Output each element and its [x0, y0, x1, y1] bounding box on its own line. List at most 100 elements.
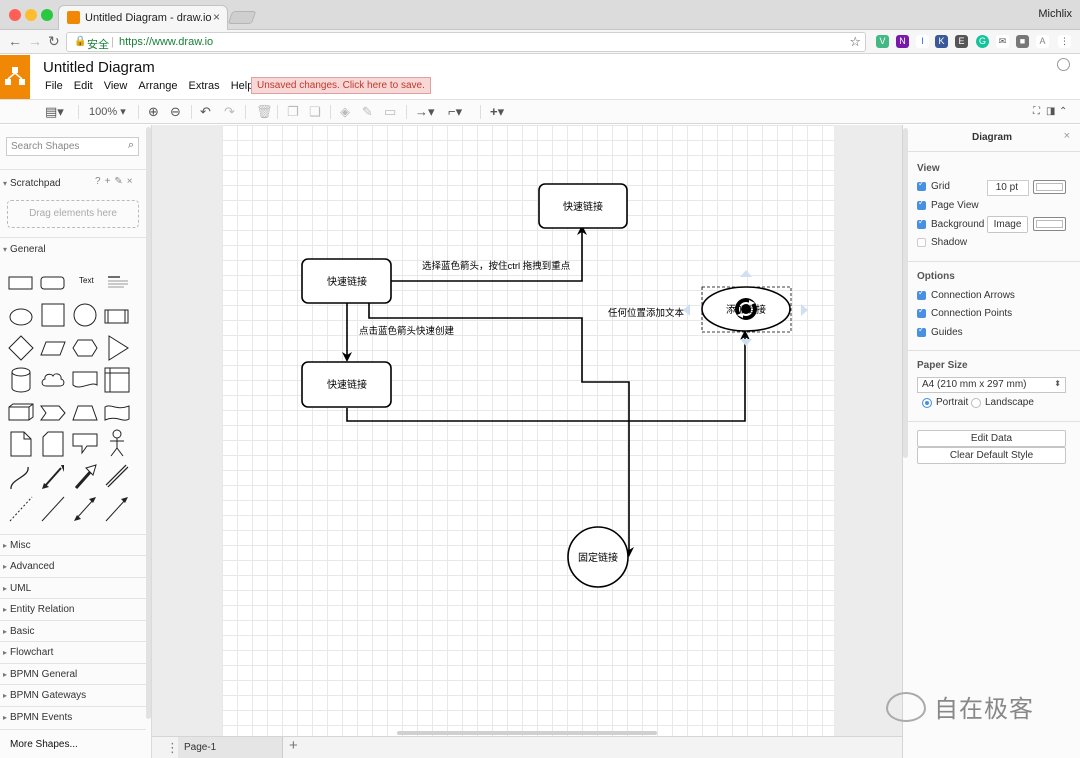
edit-data-button[interactable]: Edit Data	[917, 430, 1066, 447]
vue-extension-icon[interactable]: V	[876, 35, 889, 48]
menu-view[interactable]: View	[103, 80, 128, 92]
connection-icon[interactable]: →▾	[415, 104, 435, 119]
translate-extension-icon[interactable]: K	[935, 35, 948, 48]
menu-arrange[interactable]: Arrange	[138, 80, 178, 92]
node-top-box[interactable]	[538, 183, 628, 229]
insert-icon[interactable]: +▾	[490, 104, 505, 119]
to-front-icon[interactable]: ❐	[287, 104, 299, 119]
shape-cloud[interactable]	[40, 371, 66, 389]
scratchpad-add-icon[interactable]: +	[104, 176, 115, 187]
shape-rounded-rectangle[interactable]	[40, 275, 66, 291]
shape-bidirectional-arrow[interactable]	[40, 463, 66, 491]
category-bpmn-gateways[interactable]: ▸BPMN Gateways	[3, 690, 86, 701]
shape-process[interactable]	[104, 309, 130, 325]
scratchpad-close-icon[interactable]: ×	[126, 176, 137, 187]
forward-icon[interactable]: →	[28, 33, 42, 49]
document-title[interactable]: Untitled Diagram	[43, 59, 155, 76]
collapse-icon[interactable]: ⌃	[1059, 106, 1068, 117]
delete-icon[interactable]: 🗑	[256, 104, 273, 119]
reload-icon[interactable]: ↻	[48, 33, 60, 49]
shadow-icon[interactable]: ▭	[384, 104, 397, 119]
shape-note[interactable]	[10, 431, 32, 457]
zoom-level[interactable]: 100% ▾	[89, 106, 126, 118]
free-text-label[interactable]: 任何位置添加文本	[608, 307, 685, 319]
shape-hexagon[interactable]	[72, 339, 98, 357]
edge-left-to-circle[interactable]	[368, 303, 634, 557]
more-shapes-button[interactable]: More Shapes...	[10, 739, 78, 750]
connect-arrow-left-icon[interactable]	[683, 304, 690, 316]
shape-triangle[interactable]	[106, 335, 130, 361]
to-back-icon[interactable]: ❏	[309, 104, 321, 119]
redo-icon[interactable]: ↷	[224, 104, 235, 119]
category-uml[interactable]: ▸UML	[3, 583, 31, 594]
shape-square[interactable]	[40, 303, 66, 329]
shape-dashed-line[interactable]	[8, 495, 34, 523]
shape-actor[interactable]	[108, 429, 126, 457]
search-icon[interactable]: ⌕	[127, 139, 134, 151]
shape-link[interactable]	[104, 463, 130, 491]
shape-circle[interactable]	[72, 303, 98, 329]
fullscreen-icon[interactable]: ⛶	[1033, 106, 1040, 117]
mail-extension-icon[interactable]: ✉	[996, 35, 1009, 48]
shape-internal-storage[interactable]	[104, 367, 130, 393]
screenshot-extension-icon[interactable]: ■	[1016, 35, 1029, 48]
shape-directional-connector[interactable]	[104, 495, 130, 523]
line-color-icon[interactable]: ✎	[362, 104, 373, 119]
edge-mid-to-ellipse[interactable]	[346, 330, 750, 422]
diagram-canvas[interactable]: 快速链接 快速链接 快速链接 固定链接 添加链接 选择蓝色箭头，按住ctrl 拖…	[152, 125, 902, 736]
search-shapes-input[interactable]: Search Shapes ⌕	[6, 137, 139, 156]
shape-diamond[interactable]	[8, 335, 34, 361]
diagram-page[interactable]	[222, 125, 834, 736]
shape-line[interactable]	[40, 495, 66, 523]
shape-cylinder[interactable]	[10, 367, 32, 393]
portrait-radio[interactable]: Portrait	[922, 397, 968, 408]
page-view-checkbox[interactable]: Page View	[917, 198, 979, 211]
category-bpmn-general[interactable]: ▸BPMN General	[3, 669, 77, 680]
unsaved-changes-notice[interactable]: Unsaved changes. Click here to save.	[251, 77, 431, 94]
connection-points-checkbox[interactable]: Connection Points	[917, 306, 1012, 319]
menu-help[interactable]: Help	[230, 80, 254, 92]
shape-bidirectional-connector[interactable]	[72, 495, 98, 523]
node-mid-box[interactable]	[301, 361, 392, 408]
connect-arrow-down-icon[interactable]	[740, 339, 752, 346]
scratchpad-header[interactable]: ▾Scratchpad	[3, 178, 61, 189]
grid-checkbox[interactable]: Grid	[917, 179, 950, 192]
format-panel-scrollbar[interactable]	[903, 128, 908, 458]
waypoints-icon[interactable]: ⌐▾	[448, 104, 463, 119]
shadow-checkbox[interactable]: Shadow	[917, 237, 967, 248]
back-icon[interactable]: ←	[8, 33, 22, 49]
shape-step[interactable]	[40, 405, 66, 421]
shape-cube[interactable]	[8, 403, 34, 421]
move-handle-icon[interactable]	[735, 298, 757, 320]
grammarly-extension-icon[interactable]: G	[976, 35, 989, 48]
category-basic[interactable]: ▸Basic	[3, 626, 34, 637]
shape-arrow[interactable]	[72, 463, 98, 491]
shape-callout[interactable]	[72, 433, 98, 455]
evernote-extension-icon[interactable]: E	[955, 35, 968, 48]
background-color-button[interactable]	[1033, 217, 1066, 231]
language-globe-icon[interactable]	[1057, 58, 1070, 71]
grid-color-button[interactable]	[1033, 180, 1066, 194]
undo-icon[interactable]: ↶	[200, 104, 211, 119]
bookmark-star-icon[interactable]: ☆	[849, 34, 861, 49]
shape-trapezoid[interactable]	[72, 405, 98, 421]
edge-label-top[interactable]: 选择蓝色箭头，按住ctrl 拖拽到重点	[422, 260, 571, 272]
profile-name[interactable]: Michlix	[1038, 8, 1072, 20]
tab-close-icon[interactable]: ×	[212, 10, 220, 24]
page-tab[interactable]: Page-1	[178, 737, 283, 758]
url-input[interactable]: 🔒 安全 | https://www.draw.io ☆	[66, 32, 866, 52]
panel-close-icon[interactable]: ×	[1063, 130, 1070, 142]
node-left-box[interactable]	[301, 258, 392, 304]
connect-arrow-right-icon[interactable]	[801, 304, 808, 316]
shape-parallelogram[interactable]	[40, 341, 66, 357]
close-window-button[interactable]	[9, 9, 21, 21]
drawio-logo[interactable]	[0, 55, 30, 99]
node-circle[interactable]	[567, 526, 629, 588]
shape-tape[interactable]	[104, 403, 130, 423]
onenote-extension-icon[interactable]: N	[896, 35, 909, 48]
edge-left-to-top[interactable]	[391, 225, 587, 282]
shape-rectangle[interactable]	[8, 275, 34, 291]
scratchpad-help-icon[interactable]: ?	[95, 176, 105, 187]
toggle-panels-icon[interactable]: ◨	[1046, 106, 1056, 117]
edge-label-down[interactable]: 点击蓝色箭头快速创建	[359, 325, 455, 337]
